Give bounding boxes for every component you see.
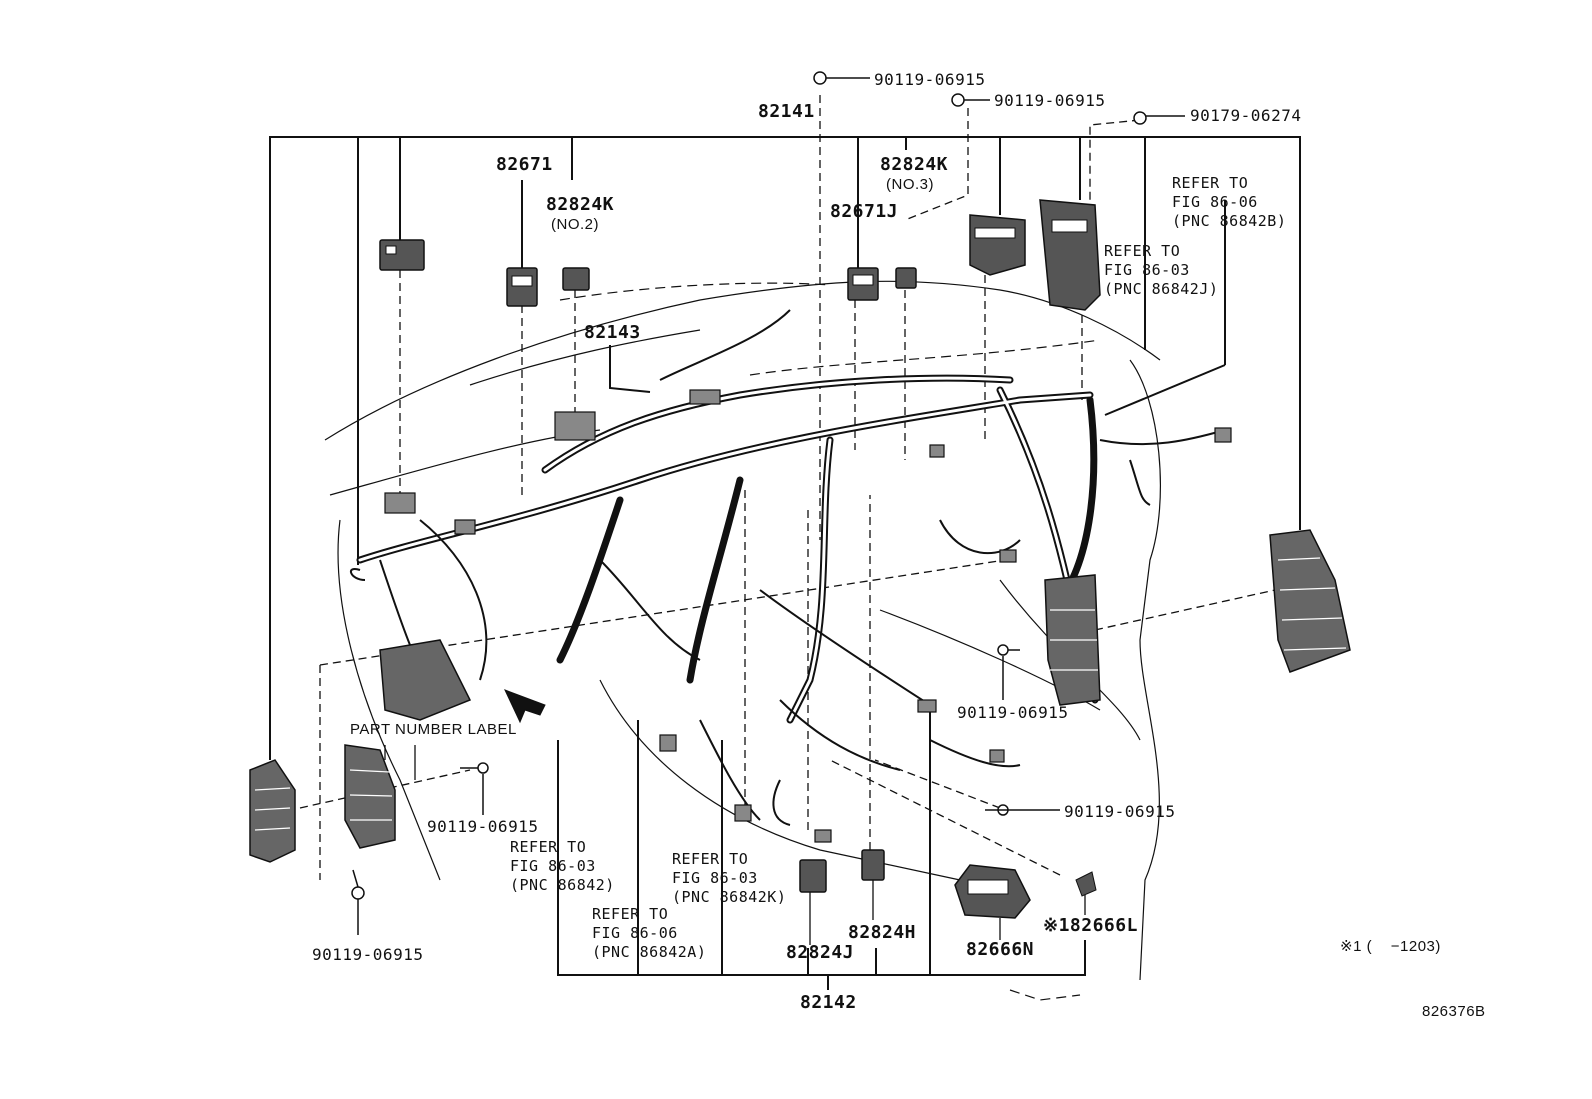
part-82824j: 82824J [786,942,855,963]
connector-82824h [861,849,885,881]
part-number-label-caption: PART NUMBER LABEL [350,721,517,738]
connector-82141-left [379,239,425,271]
part-82671j: 82671J [830,201,899,222]
connector-82824k-no3 [895,267,917,289]
part-82824k-no3: 82824K [880,154,949,175]
connector-82824k-no2 [562,267,590,291]
junction-block-under [379,639,472,721]
bracket-86842j [1039,199,1101,311]
ref-86-03-line2: FIG 86-03 [510,857,596,875]
bolt-label-top-2: 90119-06915 [994,91,1106,110]
clip-icon-182666l [1075,871,1097,897]
junction-block-right [1269,529,1351,673]
ref-86-06-a-line2: FIG 86-06 [592,924,678,942]
arrow-icon [504,689,546,724]
part-182666l: ※182666L [1043,915,1138,936]
bolt-icon-left [460,762,489,815]
part-82824k-no2-qualifier: (NO.2) [551,216,599,233]
ref-86-06-b-line2: FIG 86-06 [1172,193,1258,211]
ref-86-06-a-line1: REFER TO [592,905,669,923]
bracket-82142 [557,740,1086,976]
part-82141: 82141 [758,101,815,122]
part-82671: 82671 [496,154,553,175]
bracket-82141 [269,136,1301,760]
ref-86-03-line1: REFER TO [510,838,587,856]
bolt-icon-top-1 [813,71,870,85]
ref-86-03-j-line1: REFER TO [1104,242,1181,260]
junction-block-left-2 [344,744,396,849]
ref-86-03-j-line3: (PNC 86842J) [1104,280,1219,298]
diagram-code: 826376B [1422,1003,1486,1020]
part-82142: 82142 [800,992,857,1013]
bolt-label-mid-right: 90119-06915 [957,703,1069,722]
ref-86-03-k-line3: (PNC 86842K) [672,888,787,906]
connector-82824j [799,859,827,893]
part-82824h: 82824H [848,922,917,943]
bolt-icon-top-2 [951,93,990,107]
part-82143: 82143 [584,322,641,343]
connector-82141-right [969,214,1026,276]
bolt-icon-right [985,804,1060,816]
part-82824k-no2: 82824K [546,194,615,215]
ref-86-03-line3: (PNC 86842) [510,876,615,894]
ref-86-03-k-line1: REFER TO [672,850,749,868]
bolt-label-top-1: 90119-06915 [874,70,986,89]
ref-86-06-b-line3: (PNC 86842B) [1172,212,1287,230]
bolt-label-bottom-left: 90119-06915 [312,945,424,964]
ref-86-06-b-line1: REFER TO [1172,174,1249,192]
bolt-icon-mid-right [997,644,1020,700]
footnote: ※1 ( −1203) [1340,938,1441,955]
clip-icon-top-3 [1133,111,1185,125]
connector-82671 [506,267,538,307]
bolt-label-right: 90119-06915 [1064,802,1176,821]
ref-86-06-a-line3: (PNC 86842A) [592,943,707,961]
junction-block-left [249,759,296,863]
part-82666n: 82666N [966,939,1035,960]
ref-86-03-k-line2: FIG 86-03 [672,869,758,887]
bolt-label-left: 90119-06915 [427,817,539,836]
ref-86-03-j-line2: FIG 86-03 [1104,261,1190,279]
bolt-icon-bottom-left [351,869,365,935]
part-82824k-no3-qualifier: (NO.3) [886,176,934,193]
bolt-label-top-3: 90179-06274 [1190,106,1302,125]
